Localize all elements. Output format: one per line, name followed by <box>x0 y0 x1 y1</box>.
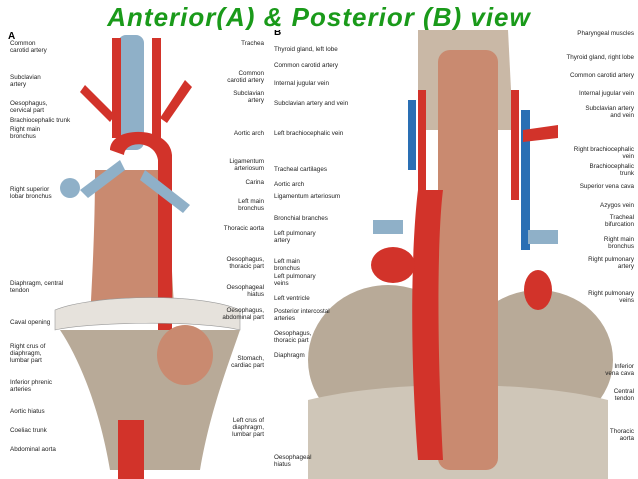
label-b-left-ventricle: Left ventricle <box>274 295 310 302</box>
label-b-posterior-intercostal: Posterior intercostal arteries <box>274 308 330 322</box>
label-a-inferior-phrenic-arteries: Inferior phrenic arteries <box>10 379 52 393</box>
label-b-diaphragm: Diaphragm <box>274 352 305 359</box>
label-a-aortic-arch: Aortic arch <box>233 130 264 137</box>
label-a-carina: Carina <box>245 179 264 186</box>
label-a-subclavian-left: Subclavian artery <box>10 74 41 88</box>
posterior-view-panel: B Thyroid gland, left lobe Common caroti… <box>268 30 638 479</box>
label-a-common-carotid-right: Common carotid artery <box>227 70 264 84</box>
label-a-right-crus: Right crus of diaphragm, lumbar part <box>10 343 46 364</box>
label-a-aortic-hiatus: Aortic hiatus <box>10 408 45 415</box>
label-b-subclavian-artery-vein: Subclavian artery and vein <box>274 100 349 107</box>
anterior-anatomy-illustration <box>54 35 241 479</box>
panel-b-letter: B <box>274 30 282 38</box>
label-b-ligamentum-arteriosum: Ligamentum arteriosum <box>274 193 341 200</box>
label-a-trachea: Trachea <box>241 40 264 47</box>
label-b-tracheal-cartilages: Tracheal cartilages <box>274 166 327 173</box>
label-a-ligamentum-arteriosum: Ligamentum arteriosum <box>229 158 264 172</box>
label-a-oesophagus-thoracic: Oesophagus, thoracic part <box>226 256 264 270</box>
label-b-right-main-bronchus: Right main bronchus <box>603 236 634 250</box>
label-b-subclavian-right: Subclavian artery and vein <box>585 105 634 119</box>
label-b-internal-jugular-left: Internal jugular vein <box>274 80 329 87</box>
label-a-common-carotid-left: Common carotid artery <box>10 40 47 54</box>
label-b-thyroid-left-lobe: Thyroid gland, left lobe <box>274 46 338 53</box>
label-b-thyroid-right-lobe: Thyroid gland, right lobe <box>566 54 634 61</box>
label-a-thoracic-aorta: Thoracic aorta <box>223 225 264 232</box>
label-a-right-main-bronchus: Right main bronchus <box>10 126 41 140</box>
label-b-oesophageal-hiatus: Oesophageal hiatus <box>274 454 312 468</box>
label-b-left-brachiocephalic-vein: Left brachiocephalic vein <box>274 130 344 137</box>
label-a-oesophageal-hiatus: Oesophageal hiatus <box>226 284 264 298</box>
label-b-central-tendon: Central tendon <box>613 388 634 402</box>
label-b-common-carotid-right: Common carotid artery <box>569 72 634 79</box>
label-a-left-crus: Left crus of diaphragm, lumbar part <box>232 417 264 438</box>
label-b-left-pulmonary-veins: Left pulmonary veins <box>274 273 316 287</box>
label-b-azygos-vein: Azygos vein <box>600 202 634 209</box>
label-b-left-main-bronchus: Left main bronchus <box>274 258 300 272</box>
label-b-tracheal-bifurcation: Tracheal bifurcation <box>604 214 634 228</box>
label-a-oesophagus-abdominal: Oesophagus, abdominal part <box>222 307 264 321</box>
label-b-inferior-vena-cava: Inferior vena cava <box>605 363 634 377</box>
label-b-thoracic-aorta: Thoracic aorta <box>609 428 634 442</box>
label-b-internal-jugular-right: Internal jugular vein <box>579 90 634 97</box>
label-a-subclavian-right: Subclavian artery <box>233 90 264 104</box>
label-b-right-brachiocephalic-vein: Right brachiocephalic vein <box>573 146 634 160</box>
label-a-brachiocephalic-trunk: Brachiocephalic trunk <box>10 117 71 124</box>
posterior-anatomy-illustration <box>308 30 613 479</box>
label-b-pharyngeal-muscles: Pharyngeal muscles <box>577 30 634 37</box>
label-b-left-pulmonary-artery: Left pulmonary artery <box>274 230 316 244</box>
label-a-coeliac-trunk: Coeliac trunk <box>10 427 47 434</box>
label-b-common-carotid-left: Common carotid artery <box>274 62 339 69</box>
label-a-diaphragm-central-tendon: Diaphragm, central tendon <box>10 280 64 294</box>
label-a-stomach-cardiac: Stomach, cardiac part <box>231 355 264 369</box>
label-b-right-pulmonary-artery: Right pulmonary artery <box>588 256 634 270</box>
anterior-view-panel: A Common carotid artery Subclavian arter… <box>0 30 268 479</box>
label-a-caval-opening: Caval opening <box>10 319 51 326</box>
page-title: Anterior(A) & Posterior (B) view <box>107 2 531 32</box>
label-b-oesophagus-thoracic: Oesophagus, thoracic part <box>274 330 312 344</box>
panel-a-letter: A <box>8 31 16 42</box>
label-a-oesophagus-cervical: Oesophagus, cervical part <box>10 100 48 114</box>
label-a-right-superior-lobar-bronchus: Right superior lobar bronchus <box>10 186 52 200</box>
label-b-superior-vena-cava: Superior vena cava <box>579 183 634 190</box>
label-b-bronchial-branches: Bronchial branches <box>274 215 328 222</box>
label-b-brachiocephalic-trunk: Brachiocephalic trunk <box>589 163 634 177</box>
label-b-right-pulmonary-veins: Right pulmonary veins <box>588 290 634 304</box>
label-b-aortic-arch: Aortic arch <box>274 181 305 188</box>
label-a-left-main-bronchus: Left main bronchus <box>238 198 264 212</box>
label-a-abdominal-aorta: Abdominal aorta <box>10 446 56 453</box>
